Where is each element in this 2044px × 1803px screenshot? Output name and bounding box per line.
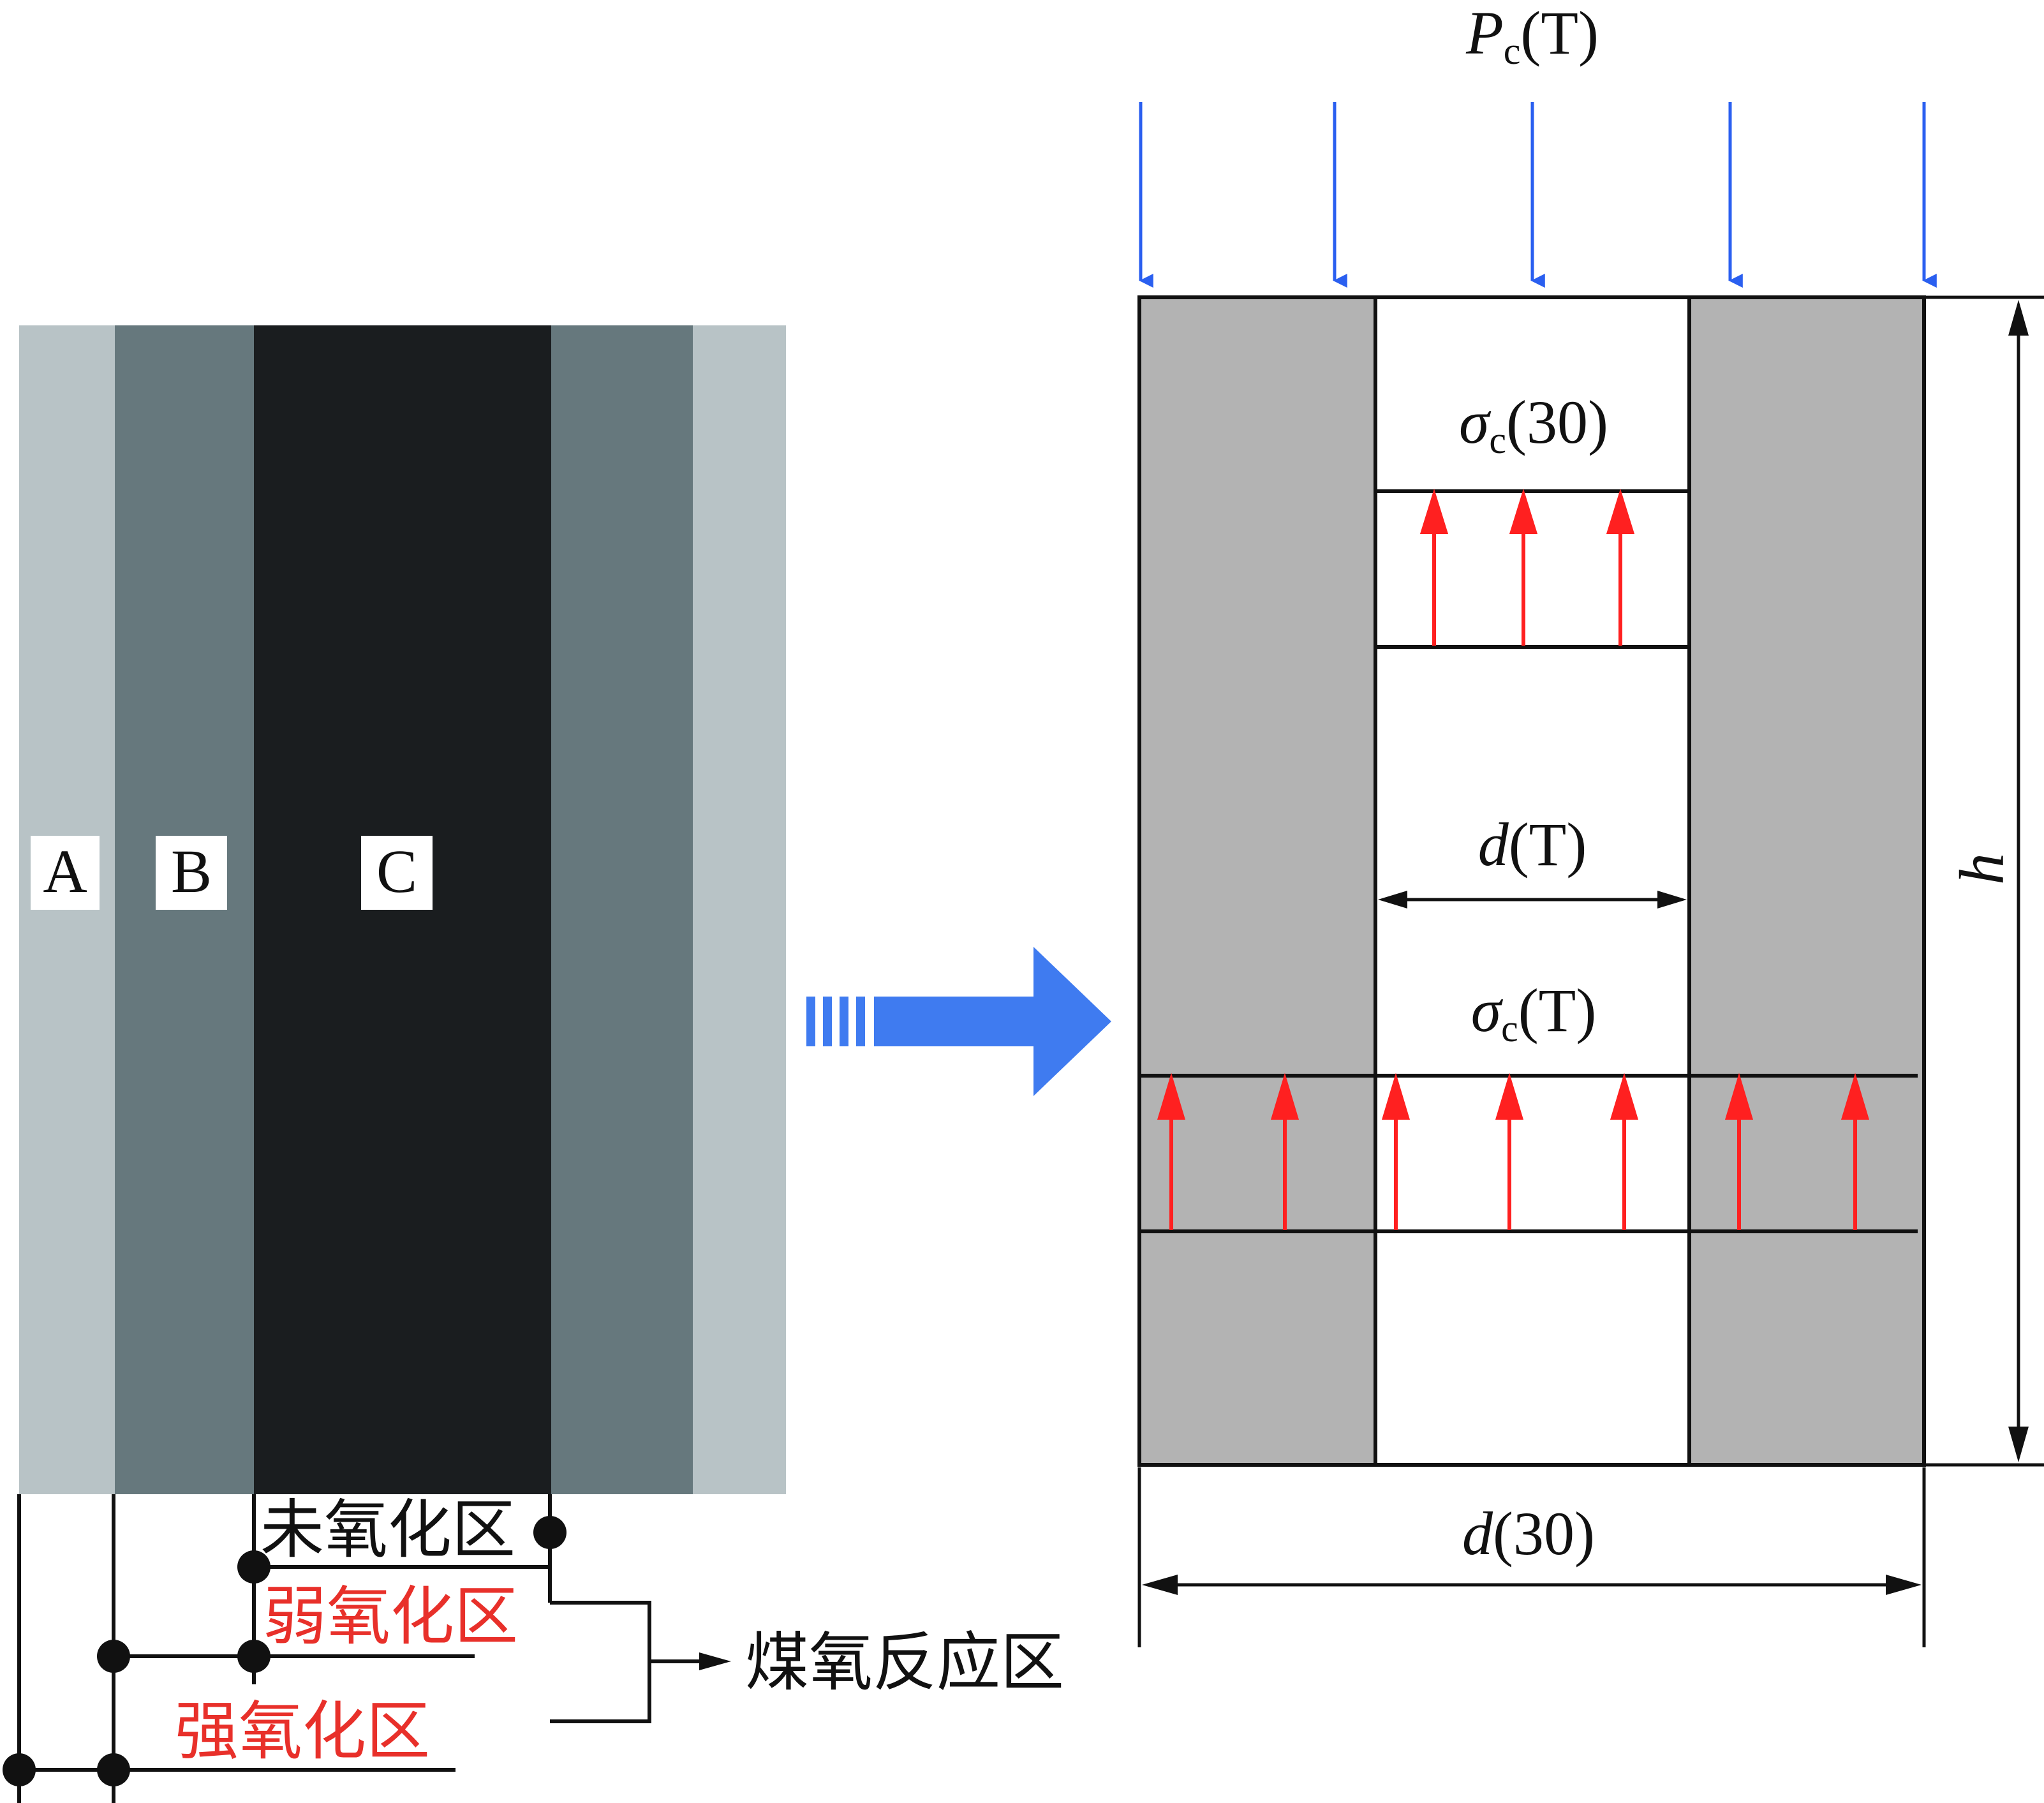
reaction-zone-arrow-head: [699, 1652, 731, 1670]
inner-width-dimension: [1378, 891, 1687, 909]
layer-b-right: [551, 325, 693, 1494]
mechanical-model: [1137, 102, 2044, 1647]
junction-dot: [533, 1516, 567, 1549]
coal-layer-section: A B C: [19, 325, 786, 1494]
zone-label-b: B: [156, 836, 227, 910]
transition-arrow: [806, 947, 1111, 1096]
sigma-30-label: σc(30): [1459, 388, 1608, 461]
junction-dot: [3, 1753, 36, 1786]
model-outline: [1137, 295, 1926, 1467]
junction-dot: [97, 1640, 130, 1673]
unoxidized-zone-label: 未氧化区: [260, 1492, 515, 1567]
zone-legend: [17, 1494, 703, 1803]
d-30-label: d(30): [1462, 1499, 1595, 1568]
left-pillar: [1139, 297, 1375, 1465]
zone-label-a: A: [31, 836, 100, 910]
zone-label-a-text: A: [43, 837, 87, 905]
height-label: h: [1946, 853, 2017, 885]
upper-stress-arrows: [1419, 488, 1635, 646]
load-arrows: [1139, 102, 1937, 288]
zone-label-c: C: [361, 836, 433, 910]
sigma-t-label: σc(T): [1471, 976, 1597, 1050]
total-width-dimension: [1137, 1467, 1926, 1647]
d-t-label: d(T): [1478, 810, 1587, 879]
zone-label-b-text: B: [171, 837, 212, 905]
layer-a-right: [693, 325, 786, 1494]
junction-dot: [237, 1550, 270, 1584]
coal-oxygen-reaction-zone-label: 煤氧反应区: [745, 1625, 1064, 1700]
reaction-zone-bracket: [550, 1601, 651, 1723]
junction-dot: [237, 1640, 270, 1673]
zone-label-c-text: C: [376, 837, 417, 905]
weak-oxidation-zone-label: 弱氧化区: [263, 1579, 518, 1654]
junction-dots: [3, 1516, 567, 1786]
junction-dot: [97, 1753, 130, 1786]
load-label: Pc(T): [1465, 0, 1599, 72]
right-pillar: [1689, 297, 1924, 1465]
height-dimension: [1924, 295, 2044, 1467]
lower-stress-arrows: [1157, 1072, 1870, 1230]
strong-oxidation-zone-label: 强氧化区: [175, 1694, 430, 1769]
